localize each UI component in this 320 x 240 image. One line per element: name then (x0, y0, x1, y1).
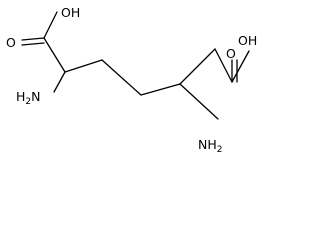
bond-c6-n-right (214, 48, 233, 83)
bond-c5-c6 (179, 83, 219, 120)
bond-c1-o-double-a (21, 37, 45, 41)
amine-right-subscript: 2 (217, 145, 223, 155)
label-hydroxyl-right: OH (238, 33, 257, 48)
bond-c4-c5 (140, 83, 181, 96)
bond-c2-n-left (53, 71, 66, 93)
bond-c7-oh-right (231, 50, 250, 83)
amine-left-prefix: H (16, 89, 25, 104)
label-hydroxyl-left: OH (61, 5, 80, 20)
amine-left-suffix: N (31, 89, 40, 104)
label-amine-left: H2N (16, 89, 41, 107)
bond-c1-oh-left (43, 11, 58, 39)
bond-c5-n-right (179, 48, 216, 85)
label-amine-right: NH2 (198, 137, 222, 155)
bond-c1-o-double-b (21, 42, 45, 46)
bond-c2-c3 (64, 59, 103, 73)
label-carbonyl-oxygen-left: O (6, 35, 16, 50)
amine-left-subscript: 2 (25, 97, 31, 107)
bond-c3-c4 (101, 59, 142, 96)
label-carbonyl-oxygen-right: O (226, 46, 236, 61)
structural-formula: OH O H2N OH O NH2 (6, 5, 257, 155)
amine-right-prefix: NH (198, 137, 217, 152)
bond-c1-c2 (43, 37, 66, 73)
